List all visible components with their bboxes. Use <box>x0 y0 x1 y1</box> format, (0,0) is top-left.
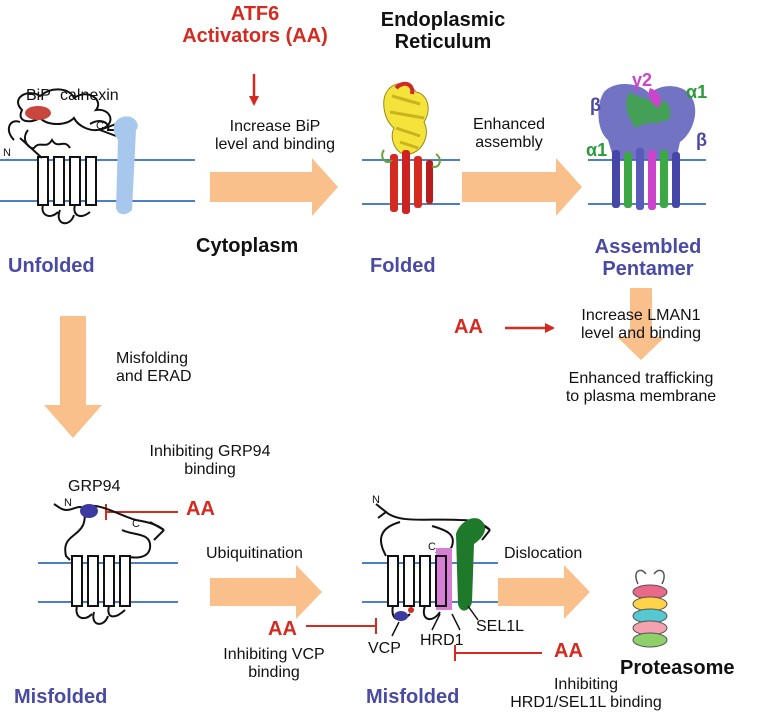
assembled-pentamer-title: Assembled Pentamer <box>578 236 718 281</box>
sel1l-label: SEL1L <box>476 618 525 635</box>
atf6-activators-label: ATF6 Activators (AA) <box>163 3 347 48</box>
alpha1-left-label: α1 <box>586 140 608 160</box>
misfolding-erad-line2: and ERAD <box>116 367 192 385</box>
calnexin-label: calnexin <box>60 87 119 104</box>
misfolding-erad-label: Misfolding and ERAD <box>116 350 192 386</box>
misfolded-protein-1 <box>38 503 178 625</box>
arrow-unfolded-to-folded <box>210 158 338 216</box>
enhanced-trafficking-line1: Enhanced trafficking <box>568 370 714 387</box>
misfolded-protein-2 <box>362 503 498 637</box>
aa-vcp-label: AA <box>268 618 297 640</box>
pentamer-title-line1: Assembled <box>594 236 702 258</box>
atf6-line2: Activators (AA) <box>182 25 328 48</box>
inhibit-vcp-line <box>306 618 377 634</box>
inhibiting-vcp-line2: binding <box>248 663 300 681</box>
grp94-label: GRP94 <box>68 478 121 495</box>
pentamer-title-line2: Pentamer <box>602 258 694 281</box>
increase-lman1-line2: level and binding <box>580 324 702 342</box>
bip-label: BiP <box>26 87 51 104</box>
arrow-misfolding-erad <box>44 316 102 438</box>
inhibit-grp94-line <box>105 504 178 520</box>
aa-lman1-label: AA <box>454 316 483 338</box>
gamma2-label: γ2 <box>632 70 653 90</box>
aa-grp94-label: AA <box>186 498 215 520</box>
misfolding-erad-line1: Misfolding <box>116 350 189 367</box>
increase-lman1-label: Increase LMAN1 level and binding <box>566 307 716 343</box>
inhibiting-grp94-line1: Inhibiting GRP94 <box>149 443 271 460</box>
dislocation-label: Dislocation <box>504 545 583 562</box>
inhibiting-grp94-line2: binding <box>184 460 236 478</box>
misfolded1-title: Misfolded <box>14 686 108 708</box>
misfolded1-n-terminus: N <box>64 497 72 509</box>
alpha1-top-label: α1 <box>686 82 708 102</box>
misfolded2-title: Misfolded <box>366 686 460 708</box>
er-label: Endoplasmic Reticulum <box>366 9 520 54</box>
atf6-line1: ATF6 <box>230 3 280 25</box>
proteasome-icon <box>632 569 668 648</box>
inhibiting-vcp-label: Inhibiting VCP binding <box>206 646 342 682</box>
increase-bip-line1: Increase BiP <box>229 118 321 135</box>
er-line1: Endoplasmic <box>380 9 506 31</box>
ubiquitination-label: Ubiquitination <box>206 545 303 562</box>
cytoplasm-label: Cytoplasm <box>196 235 299 257</box>
proteasome-label: Proteasome <box>620 657 735 679</box>
enhanced-assembly-line1: Enhanced <box>472 116 546 133</box>
beta-left-label: β <box>590 95 601 115</box>
inhibit-hrd1-sel1l-line <box>454 645 542 661</box>
increase-bip-label: Increase BiP level and binding <box>190 118 360 154</box>
folded-title: Folded <box>370 255 436 277</box>
enhanced-trafficking-label: Enhanced trafficking to plasma membrane <box>556 370 726 406</box>
enhanced-assembly-label: Enhanced assembly <box>466 116 552 152</box>
folded-protein-structure <box>362 81 460 214</box>
unfolded-title: Unfolded <box>8 255 95 277</box>
inhibiting-hrd1-line1: Inhibiting <box>553 676 619 693</box>
inhibiting-hrd1-line2: HRD1/SEL1L binding <box>510 693 662 711</box>
enhanced-trafficking-line2: to plasma membrane <box>565 387 717 405</box>
increase-lman1-line1: Increase LMAN1 <box>581 307 701 324</box>
inhibiting-grp94-label: Inhibiting GRP94 binding <box>138 443 282 479</box>
arrow-ubiquitination <box>210 565 322 619</box>
arrow-folded-to-assembled <box>462 158 582 216</box>
unfolded-c-terminus: C <box>96 120 104 132</box>
pentamer-structure <box>588 83 706 210</box>
beta-right-label: β <box>696 130 707 150</box>
arrow-pentamer-to-trafficking <box>617 288 665 360</box>
er-line2: Reticulum <box>394 31 492 54</box>
vcp-label: VCP <box>368 640 401 657</box>
arrow-dislocation <box>498 565 590 619</box>
misfolded2-c-terminus: C <box>428 541 436 553</box>
enhanced-assembly-line2: assembly <box>475 133 543 151</box>
inhibiting-vcp-line1: Inhibiting VCP <box>223 646 325 663</box>
hrd1-label: HRD1 <box>420 632 464 649</box>
unfolded-protein <box>0 88 195 225</box>
aa-hrd1-sel1l-label: AA <box>554 640 583 662</box>
misfolded1-c-terminus: C <box>132 518 140 530</box>
inhibiting-hrd1-sel1l-label: Inhibiting HRD1/SEL1L binding <box>486 676 686 712</box>
unfolded-n-terminus: N <box>3 147 11 159</box>
misfolded2-n-terminus: N <box>372 494 380 506</box>
increase-bip-line2: level and binding <box>214 135 336 153</box>
